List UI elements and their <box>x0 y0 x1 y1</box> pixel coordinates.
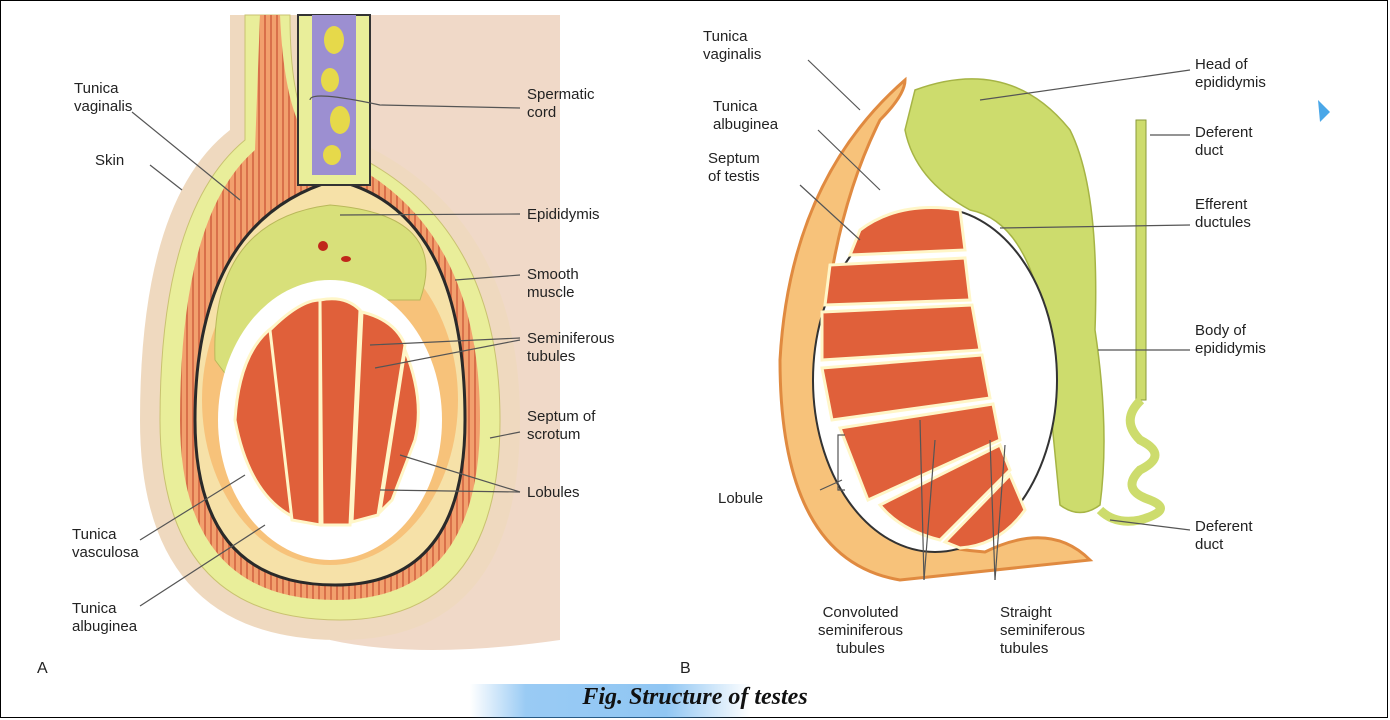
label-b-convoluted-tubules: Convoluted seminiferous tubules <box>818 604 903 658</box>
label-a-lobules: Lobules <box>527 484 580 502</box>
panel-a-drawing <box>140 15 560 650</box>
label-b-septum-of-testis: Septum of testis <box>708 150 760 186</box>
label-a-epididymis: Epididymis <box>527 206 600 224</box>
caption-prefix: Fig. <box>582 684 623 710</box>
label-b-deferent-duct-top: Deferent duct <box>1195 124 1253 160</box>
panel-b-letter: B <box>680 660 691 678</box>
label-b-efferent-ductules: Efferent ductules <box>1195 196 1251 232</box>
panel-b-drawing <box>780 79 1160 580</box>
figure-caption: Fig. Structure of testes <box>0 684 1390 711</box>
watermark-arrow <box>1318 100 1330 122</box>
label-a-seminiferous-tubules: Seminiferous tubules <box>527 330 615 366</box>
deferent-duct <box>1136 120 1146 400</box>
label-b-straight-tubules: Straight seminiferous tubules <box>1000 604 1085 658</box>
label-a-spermatic-cord: Spermatic cord <box>527 86 595 122</box>
label-a-skin: Skin <box>95 152 124 170</box>
label-b-tunica-albuginea: Tunica albuginea <box>713 98 778 134</box>
caption-text: Structure of testes <box>629 684 808 710</box>
deferent-duct-coils <box>1100 400 1160 521</box>
label-b-lobule: Lobule <box>718 490 763 508</box>
panel-a-letter: A <box>37 660 48 678</box>
label-a-smooth-muscle: Smooth muscle <box>527 266 579 302</box>
label-b-deferent-duct-bottom: Deferent duct <box>1195 518 1253 554</box>
label-a-septum-of-scrotum: Septum of scrotum <box>527 408 595 444</box>
label-b-body-of-epididymis: Body of epididymis <box>1195 322 1266 358</box>
label-a-tunica-vasculosa: Tunica vasculosa <box>72 526 139 562</box>
label-b-tunica-vaginalis: Tunica vaginalis <box>703 28 761 64</box>
label-b-head-of-epididymis: Head of epididymis <box>1195 56 1266 92</box>
label-a-tunica-vaginalis: Tunica vaginalis <box>74 80 132 116</box>
label-a-tunica-albuginea: Tunica albuginea <box>72 600 137 636</box>
